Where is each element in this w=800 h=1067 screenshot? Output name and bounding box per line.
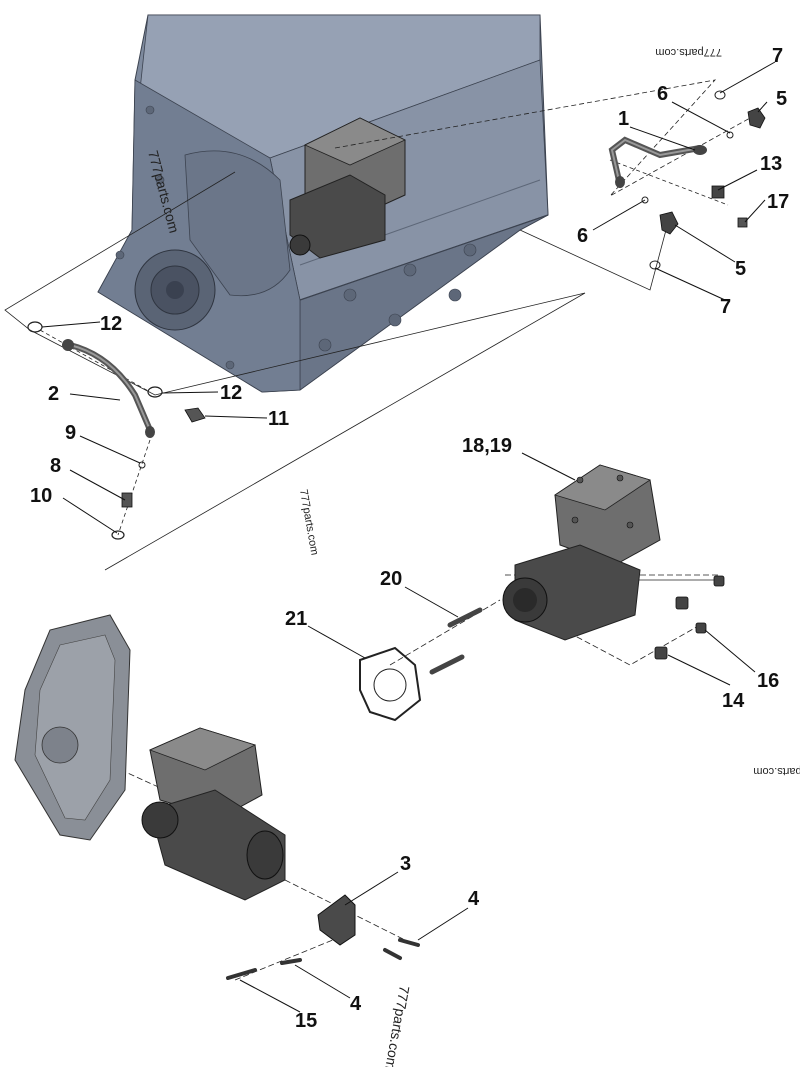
callout-9: 9 (65, 422, 76, 444)
callout-11: 11 (268, 408, 289, 430)
callout-12b: 12 (220, 382, 242, 404)
callout-13: 13 (760, 153, 782, 175)
callout-21: 21 (285, 608, 307, 630)
compressor-assembly (502, 464, 661, 641)
watermark-top-right: 777parts.com (655, 46, 722, 58)
callout-12a: 12 (100, 313, 122, 335)
fittings-lower (27, 321, 206, 540)
callout-10: 10 (30, 485, 52, 507)
callout-8: 8 (50, 455, 61, 477)
callout-15: 15 (295, 1010, 317, 1032)
watermark-bottom: 777parts.com (382, 984, 412, 1067)
watermark-right-edge: 777parts.com (753, 765, 800, 777)
callout-18-19: 18,19 (462, 435, 512, 457)
callout-2: 2 (48, 383, 59, 405)
callout-20: 20 (380, 568, 402, 590)
callout-6a: 6 (657, 83, 668, 105)
gear-cover (14, 614, 131, 841)
air-line-lower (62, 339, 155, 438)
callout-14: 14 (722, 690, 745, 712)
callouts: 1 2 3 4 4 5 5 6 6 7 7 8 9 10 11 12 12 13… (30, 45, 789, 1032)
air-line-upper (608, 136, 707, 188)
installed-compressor (289, 117, 406, 259)
callout-1: 1 (618, 108, 629, 130)
fittings-upper (641, 90, 766, 270)
leader-lines (41, 61, 776, 1013)
watermark-middle: 777parts.com (297, 488, 320, 556)
bolts-4-15 (226, 938, 420, 980)
callout-7a: 7 (772, 45, 783, 67)
studs-20 (429, 607, 483, 675)
gasket-21 (359, 646, 422, 722)
callout-3: 3 (400, 853, 411, 875)
callout-6b: 6 (577, 225, 588, 247)
callout-7b: 7 (720, 296, 731, 318)
callout-4b: 4 (350, 993, 362, 1015)
callout-17: 17 (767, 191, 789, 213)
callout-5a: 5 (776, 88, 787, 110)
compressor-bottom (141, 727, 286, 901)
callout-4a: 4 (468, 888, 480, 910)
bracket-3 (317, 894, 356, 946)
callout-16: 16 (757, 670, 779, 692)
nuts-14-16 (654, 575, 725, 660)
callout-5b: 5 (735, 258, 746, 280)
